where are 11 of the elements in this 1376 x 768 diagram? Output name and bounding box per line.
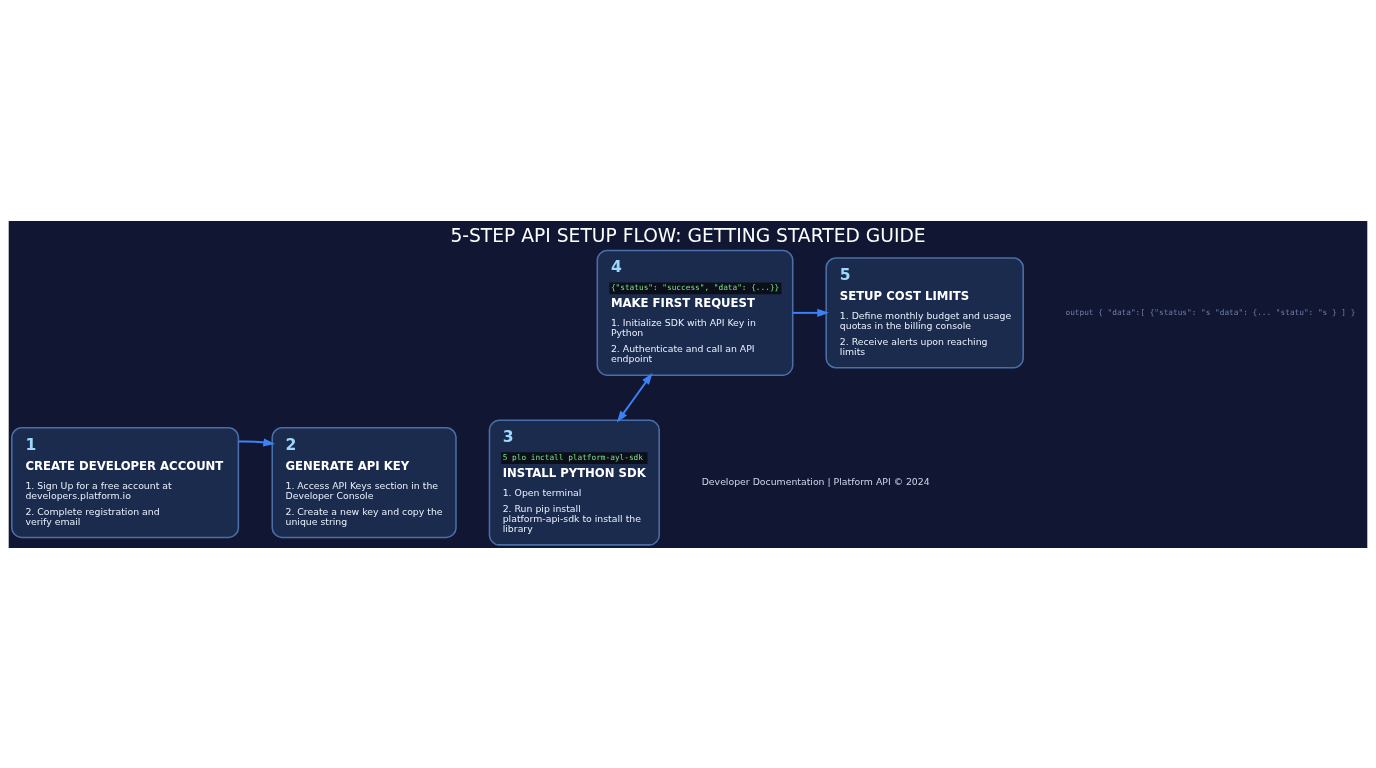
arrow — [237, 437, 276, 446]
node-box: 2 GENERATE API KEY 1. Access API Keys section in the Developer Console 2. Create a new key and copy the unique string — [271, 426, 457, 538]
node-box: 4 {"status": "success", "data": {...}} MAKE FIRST REQUEST 1. Initialize SDK with API Key in Python 2. Authenticate and call an API endpoint — [596, 249, 794, 376]
arrow — [791, 308, 829, 317]
node-box: 1 CREATE DEVELOPER ACCOUNT 1. Sign Up for a free account at developers.platform.io 2. Complete registration and verify email — [11, 426, 240, 538]
label: output { "data":[ {"status": "s "data": {... "statu": "s } ] } — [1065, 307, 1356, 317]
diagram-title: 5-STEP API SETUP FLOW: GETTING STARTED GUIDE — [450, 224, 926, 246]
arrow — [616, 372, 653, 423]
node-box: 5 SETUP COST LIMITS 1. Define monthly budget and usage quotas in the billing console 2. Receive alerts upon reaching limits — [825, 256, 1024, 369]
node-box: 3 5 plo inctall platform-ayl-sdk INSTALL PYTHON SDK 1. Open terminal 2. Run pip install platform-api-sdk to install the library — [488, 419, 660, 546]
caption: Developer Documentation | Platform API © 2024 — [701, 475, 930, 487]
